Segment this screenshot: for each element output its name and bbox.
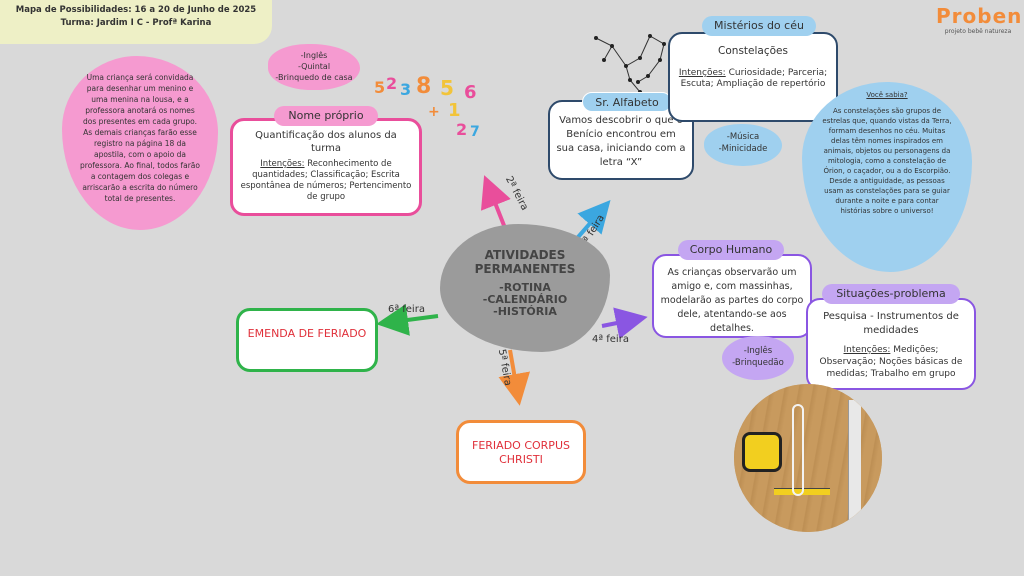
tuesday-fact-text: As constelações são grupos de estrelas q… — [822, 107, 952, 215]
tuesday-intentions-text: Curiosidade; Parceria; Escuta; Ampliação… — [680, 68, 828, 89]
tuesday-fact-title: Você sabia? — [866, 91, 908, 99]
deco-number-8: + — [428, 104, 440, 120]
header: Mapa de Possibilidades: 16 a 20 de Junho… — [0, 0, 272, 44]
monday-intentions-text: Reconhecimento de quantidades; Classific… — [240, 159, 412, 202]
deco-number-3: 3 — [400, 80, 412, 99]
header-line2: Turma: Jardim I C - Profª Karina — [60, 18, 212, 28]
thursday-card: FERIADO CORPUS CHRISTI — [456, 420, 586, 484]
tuesday-description: Vamos descobrir o que o Benício encontro… — [556, 115, 686, 168]
logo: Proben projeto bebê natureza — [936, 4, 1023, 44]
header-line1: Mapa de Possibilidades: 16 a 20 de Junho… — [15, 5, 257, 15]
tuesday-extra-2: -Minicidade — [718, 144, 768, 154]
measuring-tools-photo — [734, 384, 882, 532]
tuesday-tag: Sr. Alfabeto — [582, 92, 672, 112]
numbers-decoration: 5 2 3 8 5 6 1 + 2 7 — [372, 74, 488, 140]
wednesday-intentions-text: Medições; Observação; Noções básicas de … — [819, 345, 963, 379]
deco-number-4: 8 — [416, 74, 432, 99]
monday-extra-2: -Quintal — [297, 62, 331, 71]
deco-number-5: 5 — [440, 76, 454, 100]
wednesday-description: As crianças observarão um amigo e, com m… — [660, 267, 804, 334]
wednesday-problem-card: Pesquisa - Instrumentos de medidades Int… — [806, 298, 976, 390]
monday-intentions: Intenções: Reconhecimento de quantidades… — [239, 159, 413, 203]
arrow-friday — [376, 304, 439, 336]
wednesday-extra-1: -Inglês — [743, 346, 773, 356]
arrow-monday — [480, 175, 511, 229]
label-friday: 6ª feira — [388, 304, 425, 315]
monday-card: Quantificação dos alunos da turma Intenç… — [230, 118, 422, 216]
deco-number-7: 1 — [448, 100, 461, 121]
monday-extra-3: -Brinquedo de casa — [275, 73, 353, 82]
constellation-drawing — [594, 34, 666, 94]
logo-subtitle: projeto bebê natureza — [944, 28, 1012, 35]
tape-measure-icon — [742, 432, 782, 472]
ruler — [848, 400, 861, 528]
monday-description: Quantificação dos alunos da turma — [255, 130, 397, 154]
wednesday-problem-title: Pesquisa - Instrumentos de medidades — [823, 311, 959, 336]
tuesday-mystery-card: Constelações Intenções: Curiosidade; Par… — [668, 32, 838, 122]
arrow-thursday — [498, 349, 531, 406]
deco-number-2: 2 — [386, 74, 398, 93]
wednesday-extras: -Inglês -Brinquedão — [722, 336, 794, 380]
wednesday-problem-tag: Situações-problema — [822, 284, 960, 304]
tuesday-mystery-tag: Mistérios do céu — [702, 16, 816, 36]
arrow-wednesday — [601, 307, 648, 339]
label-wednesday: 4ª feira — [592, 334, 629, 345]
monday-note: Uma criança será convidada para desenhar… — [62, 56, 218, 230]
logo-text: Proben — [936, 4, 1023, 28]
wednesday-intentions-label: Intenções: — [843, 345, 891, 355]
monday-note-text: Uma criança será convidada para desenhar… — [80, 73, 200, 203]
tuesday-extra-1: -Música — [726, 132, 760, 142]
tuesday-fact: Você sabia? As constelações são grupos d… — [802, 82, 972, 272]
wednesday-intentions: Intenções: Medições; Observação; Noções … — [814, 344, 968, 380]
deco-number-1: 5 — [374, 78, 386, 97]
friday-card: EMENDA DE FERIADO — [236, 308, 378, 372]
center-item-2: -CALENDÁRIO — [482, 293, 568, 306]
wednesday-card: As crianças observarão um amigo e, com m… — [652, 254, 812, 338]
tuesday-extras: -Música -Minicidade — [704, 124, 782, 166]
friday-text: EMENDA DE FERIADO — [247, 327, 367, 340]
monday-extra-1: -Inglês — [300, 51, 328, 60]
wednesday-extra-2: -Brinquedão — [732, 358, 784, 368]
center-item-1: -ROTINA — [499, 281, 551, 294]
tuesday-mystery-title: Constelações — [718, 45, 788, 57]
center-item-3: -HISTÓRIA — [493, 305, 557, 318]
monday-extras: -Inglês -Quintal -Brinquedo de casa — [268, 44, 360, 90]
center-title: ATIVIDADES PERMANENTES — [474, 248, 576, 276]
monday-intentions-label: Intenções: — [260, 159, 305, 169]
sewing-tape — [792, 404, 804, 496]
deco-number-9: 2 — [456, 120, 468, 139]
tuesday-intentions: Intenções: Curiosidade; Parceria; Escuta… — [676, 68, 830, 90]
monday-tag: Nome próprio — [274, 106, 378, 126]
tuesday-intentions-label: Intenções: — [678, 68, 726, 78]
deco-number-6: 6 — [464, 82, 477, 103]
thursday-text: FERIADO CORPUS CHRISTI — [472, 439, 570, 466]
deco-number-10: 7 — [470, 124, 480, 140]
wednesday-tag: Corpo Humano — [678, 240, 784, 260]
center-blob: ATIVIDADES PERMANENTES -ROTINA -CALENDÁR… — [440, 224, 610, 352]
